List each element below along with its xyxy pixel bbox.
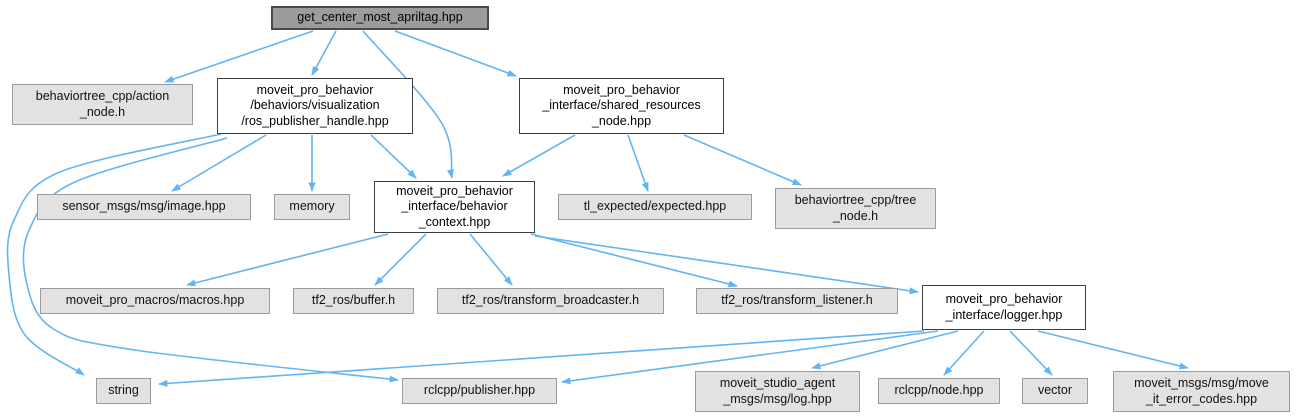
graph-node-label-line: get_center_most_apriltag.hpp xyxy=(297,10,463,25)
graph-node-ros_publisher_handle[interactable]: moveit_pro_behavior/behaviors/visualizat… xyxy=(217,78,413,134)
graph-node-label-line: _msgs/msg/log.hpp xyxy=(723,391,832,406)
graph-node-label-line: moveit_pro_behavior xyxy=(256,83,374,98)
graph-node-label-line: behaviortree_cpp/tree xyxy=(794,193,917,208)
graph-node-logger[interactable]: moveit_pro_behavior_interface/logger.hpp xyxy=(922,285,1086,330)
graph-node-macros: moveit_pro_macros/macros.hpp xyxy=(40,288,270,314)
edge-get_center_most_apriltag--shared_resources_node xyxy=(394,30,517,77)
edge-logger--node_hpp xyxy=(943,330,985,376)
edges-group xyxy=(6,30,1189,387)
graph-node-label-line: tl_expected/expected.hpp xyxy=(583,199,727,214)
graph-node-label-line: moveit_pro_behavior xyxy=(396,184,513,199)
graph-node-label-line: _node.hpp xyxy=(591,113,652,128)
edge-ros_publisher_handle--image_hpp xyxy=(171,134,267,192)
graph-node-label-line: _interface/behavior xyxy=(401,199,508,214)
edge-shared_resources_node--tree_node xyxy=(683,134,802,186)
graph-node-label-line: _node.h xyxy=(832,208,879,223)
graph-node-label-line: moveit_pro_macros/macros.hpp xyxy=(65,293,245,308)
graph-node-broadcaster: tf2_ros/transform_broadcaster.h xyxy=(437,288,664,314)
graph-node-label-line: tf2_ros/transform_broadcaster.h xyxy=(461,293,640,308)
graph-node-node_hpp: rclcpp/node.hpp xyxy=(878,378,1000,404)
graph-node-label-line: moveit_studio_agent xyxy=(719,376,836,391)
edge-behavior_context--listener xyxy=(530,233,738,288)
graph-node-label-line: rclcpp/node.hpp xyxy=(894,383,984,398)
graph-node-label-line: tf2_ros/transform_listener.h xyxy=(721,293,873,308)
graph-node-label-line: _it_error_codes.hpp xyxy=(1145,391,1258,406)
graph-node-image_hpp: sensor_msgs/msg/image.hpp xyxy=(37,194,251,220)
graph-node-label-line: /ros_publisher_handle.hpp xyxy=(241,113,389,128)
graph-node-label-line: tf2_ros/buffer.h xyxy=(311,293,396,308)
edge-behavior_context--logger xyxy=(534,235,919,295)
edge-logger--string xyxy=(158,330,925,387)
edge-get_center_most_apriltag--ros_publisher_handle xyxy=(311,30,337,76)
graph-node-tl_expected: tl_expected/expected.hpp xyxy=(558,194,752,220)
graph-node-label-line: string xyxy=(108,383,139,398)
graph-node-label-line: /behaviors/visualization xyxy=(250,98,380,113)
graph-node-label-line: _context.hpp xyxy=(418,214,491,229)
graph-node-behavior_context[interactable]: moveit_pro_behavior_interface/behavior_c… xyxy=(374,181,535,233)
edge-ros_publisher_handle--string xyxy=(6,133,222,376)
graph-node-listener: tf2_ros/transform_listener.h xyxy=(696,288,898,314)
graph-node-publisher: rclcpp/publisher.hpp xyxy=(402,378,557,404)
graph-node-label-line: _interface/logger.hpp xyxy=(945,307,1063,322)
edge-behavior_context--buffer xyxy=(374,233,427,286)
graph-node-label-line: moveit_msgs/msg/move xyxy=(1134,376,1269,391)
edge-ros_publisher_handle--publisher xyxy=(22,137,399,383)
graph-node-shared_resources_node[interactable]: moveit_pro_behavior_interface/shared_res… xyxy=(519,78,724,134)
graph-node-label-line: behaviortree_cpp/action xyxy=(35,89,170,104)
edge-behavior_context--macros xyxy=(186,233,389,287)
edge-logger--vector xyxy=(1009,330,1053,376)
graph-node-tree_node: behaviortree_cpp/tree_node.h xyxy=(775,188,936,229)
graph-node-action_node: behaviortree_cpp/action_node.h xyxy=(12,84,193,125)
edge-behavior_context--broadcaster xyxy=(469,233,513,286)
graph-node-label-line: moveit_pro_behavior xyxy=(945,292,1063,307)
edge-shared_resources_node--tl_expected xyxy=(627,134,649,192)
graph-node-vector: vector xyxy=(1022,378,1088,404)
graph-node-get_center_most_apriltag: get_center_most_apriltag.hpp xyxy=(271,6,489,30)
graph-node-log_hpp: moveit_studio_agent_msgs/msg/log.hpp xyxy=(695,371,860,412)
graph-node-label-line: _interface/shared_resources xyxy=(542,98,701,113)
edge-ros_publisher_handle--behavior_context xyxy=(370,134,417,179)
graph-node-buffer: tf2_ros/buffer.h xyxy=(293,288,414,314)
graph-node-error_codes: moveit_msgs/msg/move_it_error_codes.hpp xyxy=(1113,371,1290,412)
graph-node-label-line: _node.h xyxy=(79,104,126,119)
graph-node-memory: memory xyxy=(274,194,350,220)
edge-logger--error_codes xyxy=(1037,330,1189,370)
graph-node-label-line: rclcpp/publisher.hpp xyxy=(423,383,536,398)
edge-logger--log_hpp xyxy=(811,330,959,370)
edge-logger--publisher xyxy=(561,330,939,385)
graph-node-label-line: moveit_pro_behavior xyxy=(563,83,680,98)
edge-get_center_most_apriltag--action_node xyxy=(164,30,314,83)
edge-shared_resources_node--behavior_context xyxy=(502,134,576,177)
graph-node-label-line: vector xyxy=(1037,383,1073,398)
graph-node-label-line: memory xyxy=(289,199,335,214)
graph-node-string: string xyxy=(96,378,151,404)
edge-get_center_most_apriltag--behavior_context xyxy=(362,30,454,179)
graph-node-label-line: sensor_msgs/msg/image.hpp xyxy=(62,199,226,214)
